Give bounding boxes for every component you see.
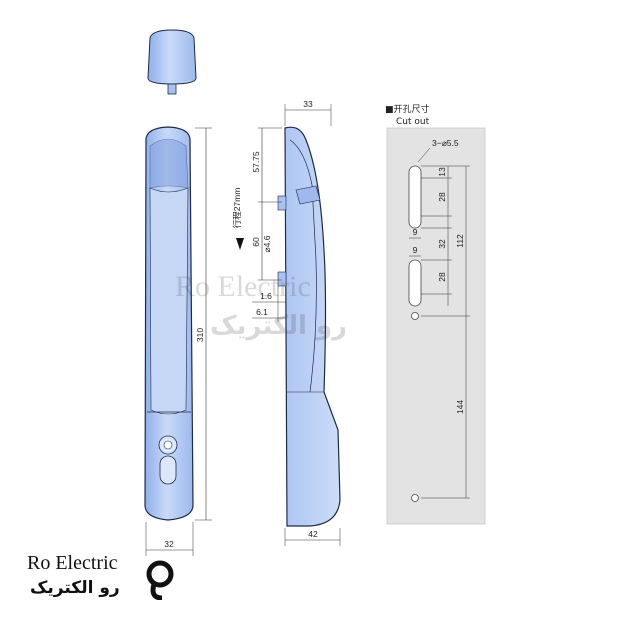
dim-6-1-label: 6.1 xyxy=(256,307,268,317)
dim-28-a: 28 xyxy=(437,192,447,202)
hole-label: 3−⌀5.5 xyxy=(432,138,459,148)
cutout-title-cn: ■开孔尺寸 xyxy=(385,103,430,115)
dim-28-b: 28 xyxy=(437,272,447,282)
watermark-en: Ro Electric xyxy=(175,270,311,303)
dim-32: 32 xyxy=(437,239,447,249)
dim-60-label: 60 xyxy=(251,237,261,247)
travel-arrow-icon xyxy=(236,238,244,250)
dim-57-75-label: 57.75 xyxy=(251,151,261,173)
dim-width: 32 xyxy=(145,522,194,556)
side-top-width-label: 33 xyxy=(303,99,313,109)
watermark: Ro Electric رو الکتریک xyxy=(175,270,347,341)
slot-upper xyxy=(408,165,422,229)
watermark-fa: رو الکتریک xyxy=(210,311,347,341)
cutout-view: ■开孔尺寸 Cut out 3−⌀5.5 13 28 32 28 112 144 xyxy=(385,103,486,525)
side-bottom-width-label: 42 xyxy=(308,529,318,539)
dim-144: 144 xyxy=(455,400,465,414)
lock-cylinder xyxy=(158,435,178,485)
dim-9-b: 9 xyxy=(413,245,418,255)
height-label: 310 xyxy=(195,328,205,342)
slot-lower xyxy=(408,259,422,307)
dim-112: 112 xyxy=(455,234,465,248)
hole-mid xyxy=(411,312,419,320)
panel xyxy=(386,127,486,525)
dim-height: 310 xyxy=(195,127,212,521)
side-view: 33 42 57.75 60 ⌀4.6 行程27mm 1.6 6.1 xyxy=(232,99,341,546)
dim-9-a: 9 xyxy=(413,227,418,237)
logo-fa: رو الکتریک xyxy=(30,578,120,598)
handle-body xyxy=(144,126,194,521)
travel-label: 行程27mm xyxy=(232,188,242,229)
logo-en: Ro Electric xyxy=(27,552,118,574)
logo-mark-icon xyxy=(146,560,174,600)
extension-lines xyxy=(421,165,470,499)
dim-phi-label: ⌀4.6 xyxy=(262,235,272,252)
cutout-title-en: Cut out xyxy=(396,117,430,127)
width-label: 32 xyxy=(164,539,174,549)
handle-cap xyxy=(147,29,197,95)
dim-13: 13 xyxy=(437,167,447,177)
dim-1-6-label: 1.6 xyxy=(260,291,272,301)
hole-bottom xyxy=(411,494,419,502)
front-view: 310 32 xyxy=(144,29,212,556)
